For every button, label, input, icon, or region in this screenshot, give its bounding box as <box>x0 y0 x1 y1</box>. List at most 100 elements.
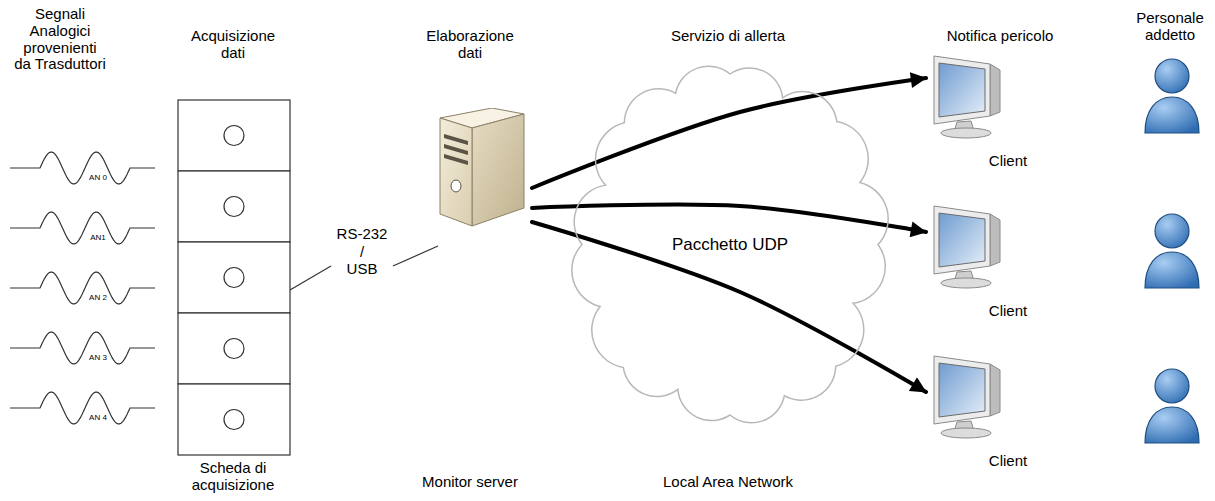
client-node: Client <box>928 352 1040 469</box>
label-box: Personale addetto <box>1130 10 1210 44</box>
label-box: Local Area Network <box>638 474 818 491</box>
node-label: Client <box>978 152 1038 169</box>
monitor-base <box>941 128 991 138</box>
monitor-icon <box>928 52 1018 140</box>
signal-name: AN 3 <box>89 353 107 362</box>
board-slot <box>178 313 290 384</box>
node-label: Client <box>978 302 1038 319</box>
person-icon <box>1145 59 1199 133</box>
board-led <box>224 339 244 359</box>
person-body <box>1145 97 1199 133</box>
monitor-bezel <box>934 206 990 274</box>
acquisition-board <box>178 100 290 455</box>
monitor-bezel <box>934 56 990 124</box>
label-box: AN 2 <box>80 294 116 303</box>
network-cloud: Pacchetto UDP <box>560 52 900 437</box>
label-box: AN 3 <box>80 354 116 363</box>
power-button <box>451 180 461 192</box>
caption-label: RS-232 <box>337 225 388 242</box>
caption-label: Servizio di allerta <box>671 27 785 44</box>
board-slot <box>178 171 290 242</box>
monitor-base <box>941 428 991 438</box>
signal-name: AN1 <box>90 233 106 242</box>
monitor-screen <box>939 63 985 117</box>
board-led <box>224 197 244 217</box>
node-label: Client <box>978 452 1038 469</box>
person-head <box>1155 214 1189 248</box>
signal-name: AN 2 <box>89 293 107 302</box>
monitor-side <box>990 64 1000 116</box>
node-label: Pacchetto UDP <box>667 234 793 256</box>
sine-wave <box>10 152 155 184</box>
analog-signals <box>10 152 155 424</box>
caption-label: Acquisizione dati <box>191 27 275 61</box>
monitor-side <box>990 214 1000 266</box>
board-slot <box>178 384 290 455</box>
monitor-base <box>941 278 991 288</box>
arrow-connector <box>532 204 926 232</box>
person-body <box>1145 252 1199 288</box>
label-box: AN 0 <box>80 174 116 183</box>
server-node <box>432 108 532 230</box>
signal-name: AN 0 <box>89 173 107 182</box>
cable-wire <box>290 266 331 290</box>
server-front <box>440 118 472 226</box>
label-box: RS-232 <box>327 226 397 243</box>
caption-label: Scheda di acquisizione <box>192 459 275 493</box>
client-node: Client <box>928 52 1040 169</box>
caption-label: Monitor server <box>422 473 518 490</box>
sine-wave <box>10 332 155 364</box>
board-led <box>224 268 244 288</box>
label-box: Notifica pericolo <box>920 28 1080 45</box>
sine-wave <box>10 212 155 244</box>
label-box: Monitor server <box>400 474 540 491</box>
person-body <box>1145 407 1199 443</box>
server-side <box>472 114 524 226</box>
monitor-side <box>990 364 1000 416</box>
monitor-icon <box>928 202 1018 290</box>
monitor-screen <box>939 213 985 267</box>
person-head <box>1155 369 1189 403</box>
person-icon <box>1145 369 1199 443</box>
label-box: Elaborazione dati <box>420 28 520 62</box>
caption-label: / <box>360 243 364 260</box>
monitor-screen <box>939 363 985 417</box>
board-slot <box>178 100 290 171</box>
person-head <box>1155 59 1189 93</box>
caption-label: USB <box>347 260 378 277</box>
caption-label: Local Area Network <box>663 473 793 490</box>
drive-slot <box>444 134 468 145</box>
board-slot <box>178 242 290 313</box>
person-icon <box>1145 214 1199 288</box>
label-box: Scheda di acquisizione <box>178 460 288 494</box>
monitor-bezel <box>934 356 990 424</box>
signal-name: AN 4 <box>89 413 107 422</box>
label-box: / <box>352 244 372 261</box>
sine-wave <box>10 392 155 424</box>
caption-label: Notifica pericolo <box>947 27 1054 44</box>
arrow-connector <box>532 78 926 188</box>
monitor-icon <box>928 352 1018 440</box>
client-node: Client <box>928 202 1040 319</box>
server-icon <box>432 108 532 230</box>
cable-wire <box>393 246 438 266</box>
sine-wave <box>10 272 155 304</box>
label-box: Servizio di allerta <box>638 28 818 45</box>
serial-cable <box>290 246 438 290</box>
board-led <box>224 410 244 430</box>
arrow-connector <box>532 222 926 392</box>
label-box: AN1 <box>80 234 116 243</box>
caption-label: Personale addetto <box>1136 9 1204 43</box>
label-box: USB <box>337 261 387 278</box>
drive-slot <box>444 144 468 155</box>
drive-slot <box>444 154 468 165</box>
caption-label: Segnali Analogici provenienti da Trasdut… <box>14 5 106 72</box>
label-box: Segnali Analogici provenienti da Trasdut… <box>14 6 106 73</box>
caption-label: Elaborazione dati <box>426 27 514 61</box>
label-box: Acquisizione dati <box>183 28 283 62</box>
cloud-shape <box>572 66 888 423</box>
